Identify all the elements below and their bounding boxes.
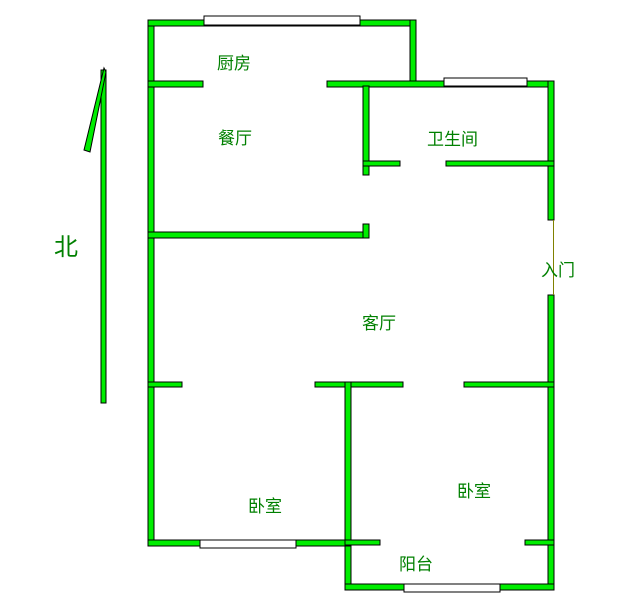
north-label: 北 [54, 233, 78, 261]
room-label-bedroom-right: 卧室 [457, 482, 491, 502]
wall-bath-bottom-right [445, 160, 555, 167]
wall-dining-stub [362, 223, 370, 239]
wall-dining-bottom [147, 231, 370, 239]
window-bathroom [443, 77, 528, 87]
wall-right-upper [547, 80, 555, 221]
window-balcony [403, 583, 501, 593]
wall-bath-bottom-left [362, 160, 401, 167]
wall-living-bottom-3 [463, 381, 555, 388]
wall-bath-left [362, 85, 370, 176]
north-arrow [83, 66, 107, 404]
wall-kitchen-right [409, 19, 417, 87]
room-label-dining: 餐厅 [218, 129, 252, 149]
walls [147, 19, 555, 591]
entrance-label: 入门 [541, 261, 575, 281]
room-label-balcony: 阳台 [399, 555, 433, 575]
wall-bedroom-divider [344, 381, 352, 591]
room-label-bathroom: 卫生间 [427, 130, 478, 150]
wall-kitchen-bottom-left [147, 80, 204, 88]
room-label-kitchen: 厨房 [217, 54, 251, 74]
room-label-living: 客厅 [362, 314, 396, 334]
wall-living-bottom-1 [147, 381, 183, 388]
wall-living-bottom-2 [314, 381, 404, 388]
north-arrow-shaft [100, 69, 107, 404]
north-arrow-head [83, 66, 107, 153]
wall-left [147, 19, 155, 546]
wall-right-lower [547, 294, 555, 591]
wall-balcony-top-right [524, 539, 555, 546]
room-label-bedroom-left: 卧室 [248, 497, 282, 517]
window-kitchen [203, 15, 361, 26]
wall-balcony-top-left [344, 539, 381, 546]
window-bedroom [199, 539, 297, 549]
windows [199, 15, 528, 593]
